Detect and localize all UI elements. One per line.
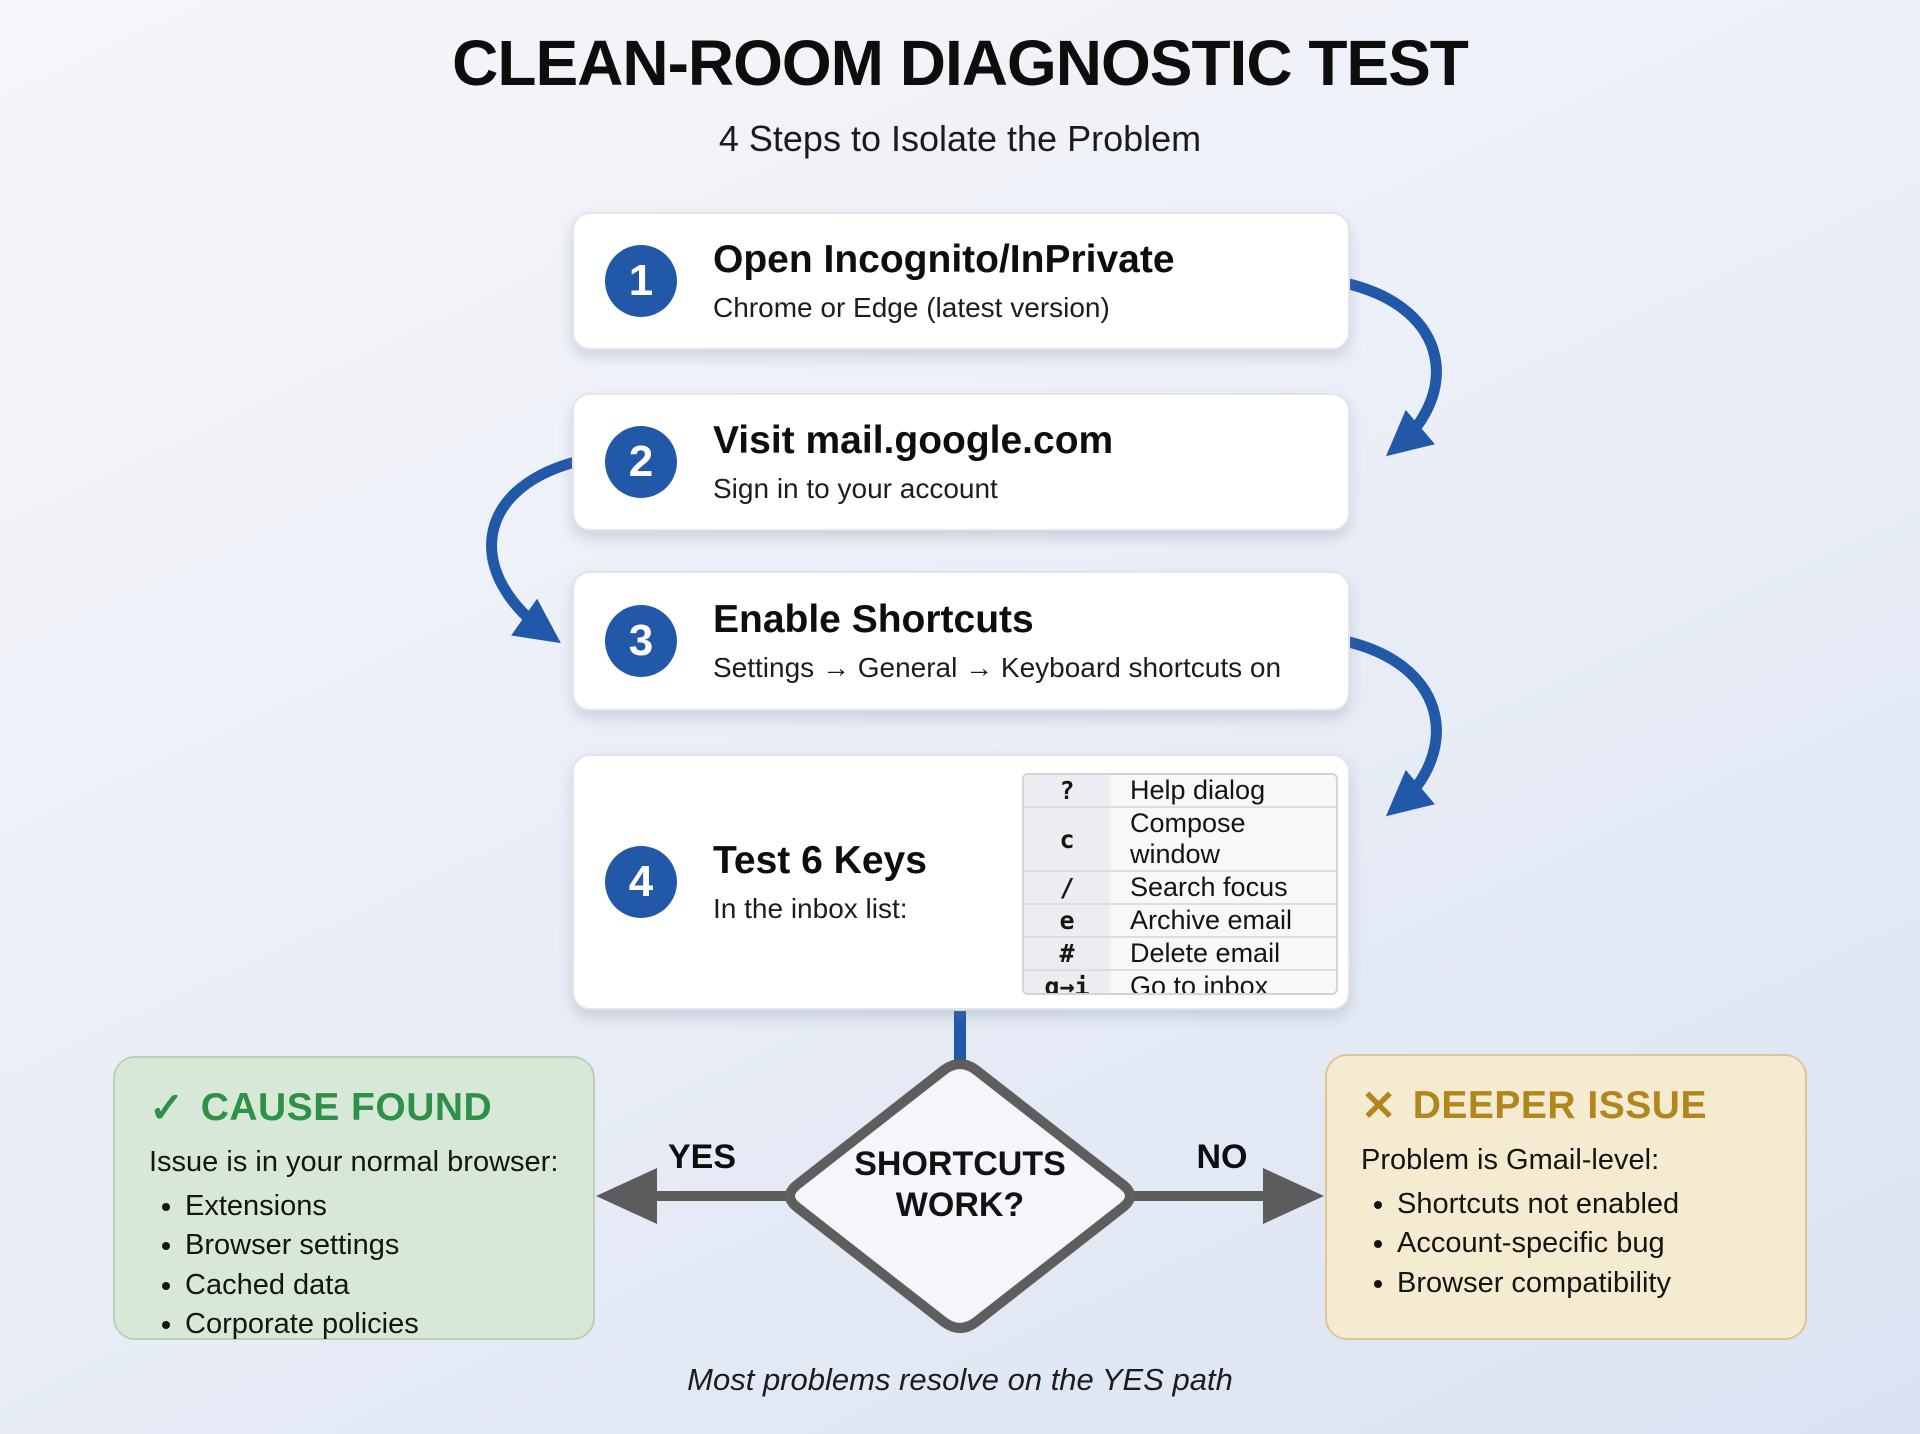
table-row: e Archive email bbox=[1024, 903, 1336, 936]
yes-arrowhead-icon bbox=[596, 1168, 657, 1224]
decision-label-line2: WORK? bbox=[895, 1186, 1025, 1225]
step-title: Open Incognito/InPrivate bbox=[713, 237, 1175, 281]
checkmark-icon: ✓ bbox=[149, 1084, 185, 1131]
outcome-heading: ✕ DEEPER ISSUE bbox=[1361, 1084, 1771, 1128]
table-row: / Search focus bbox=[1024, 870, 1336, 903]
shortcut-action: Archive email bbox=[1130, 905, 1293, 935]
outcome-box-deeper-issue: ✕ DEEPER ISSUE Problem is Gmail-level: S… bbox=[1325, 1054, 1807, 1340]
table-row: g→i Go to inbox bbox=[1024, 969, 1336, 995]
step-number-badge: 3 bbox=[605, 605, 677, 677]
step-text: Test 6 Keys In the inbox list: bbox=[713, 839, 927, 925]
footnote: Most problems resolve on the YES path bbox=[687, 1362, 1233, 1397]
shortcut-action: Go to inbox bbox=[1130, 971, 1269, 995]
step-title: Visit mail.google.com bbox=[713, 418, 1114, 462]
arrow-step3-to-step4-icon bbox=[1343, 636, 1442, 817]
step-box-3: 3 Enable Shortcuts Settings → General → … bbox=[572, 571, 1350, 711]
yes-branch-label: YES bbox=[667, 1138, 737, 1176]
outcome-box-cause-found: ✓ CAUSE FOUND Issue is in your normal br… bbox=[113, 1056, 595, 1340]
step-title: Enable Shortcuts bbox=[713, 597, 1034, 641]
shortcut-key: / bbox=[1024, 872, 1112, 903]
arrow-step2-to-step3-icon bbox=[486, 456, 581, 644]
step-box-1: 1 Open Incognito/InPrivate Chrome or Edg… bbox=[572, 212, 1350, 350]
list-item: Browser compatibility bbox=[1397, 1266, 1771, 1301]
list-item: Extensions bbox=[185, 1189, 559, 1224]
shortcut-key: e bbox=[1024, 905, 1112, 936]
decision-diamond bbox=[785, 1059, 1135, 1333]
decision-label-line1: SHORTCUTS bbox=[854, 1145, 1066, 1183]
step-number-badge: 1 bbox=[605, 245, 677, 317]
cross-icon: ✕ bbox=[1361, 1082, 1397, 1129]
step-number-badge: 4 bbox=[605, 846, 677, 918]
shortcut-action: Delete email bbox=[1130, 938, 1281, 968]
no-branch-label: NO bbox=[1196, 1138, 1248, 1176]
step-text: Open Incognito/InPrivate Chrome or Edge … bbox=[713, 238, 1175, 324]
outcome-heading-text: CAUSE FOUND bbox=[200, 1086, 493, 1129]
step-box-2: 2 Visit mail.google.com Sign in to your … bbox=[572, 393, 1350, 531]
table-row: # Delete email bbox=[1024, 936, 1336, 969]
outcome-bullet-list: Shortcuts not enabled Account-specific b… bbox=[1375, 1187, 1771, 1301]
outcome-heading: ✓ CAUSE FOUND bbox=[149, 1086, 559, 1130]
outcome-bullet-list: Extensions Browser settings Cached data … bbox=[163, 1189, 559, 1343]
list-item: Account-specific bug bbox=[1397, 1226, 1771, 1261]
step-title: Test 6 Keys bbox=[713, 838, 927, 882]
outcome-intro: Issue is in your normal browser: bbox=[149, 1146, 559, 1178]
step-subtitle: Chrome or Edge (latest version) bbox=[713, 291, 1110, 323]
step-box-4: 4 Test 6 Keys In the inbox list: ? Help … bbox=[572, 754, 1350, 1010]
shortcut-action: Compose window bbox=[1130, 808, 1246, 869]
outcome-heading-text: DEEPER ISSUE bbox=[1412, 1084, 1707, 1127]
shortcut-key: ? bbox=[1024, 775, 1112, 806]
shortcut-key: c bbox=[1024, 808, 1112, 870]
step-text: Visit mail.google.com Sign in to your ac… bbox=[713, 419, 1113, 505]
table-row: c Compose window bbox=[1024, 806, 1336, 870]
arrow-step1-to-step2-icon bbox=[1343, 278, 1442, 457]
page-title: CLEAN-ROOM DIAGNOSTIC TEST bbox=[452, 27, 1469, 99]
list-item: Browser settings bbox=[185, 1228, 559, 1263]
shortcut-key: g→i bbox=[1024, 971, 1112, 993]
table-row: ? Help dialog bbox=[1024, 775, 1336, 806]
step-subtitle: Settings → General → Keyboard shortcuts … bbox=[713, 651, 1282, 683]
decision-label: SHORTCUTS WORK? bbox=[810, 1144, 1110, 1227]
shortcut-key-table: ? Help dialog c Compose window / Search … bbox=[1022, 773, 1338, 995]
outcome-intro: Problem is Gmail-level: bbox=[1361, 1144, 1660, 1176]
step-subtitle: In the inbox list: bbox=[713, 892, 908, 924]
page-subtitle: 4 Steps to Isolate the Problem bbox=[718, 118, 1202, 159]
list-item: Shortcuts not enabled bbox=[1397, 1187, 1771, 1222]
list-item: Corporate policies bbox=[185, 1307, 559, 1342]
no-arrowhead-icon bbox=[1263, 1168, 1324, 1224]
step-subtitle: Sign in to your account bbox=[713, 472, 998, 504]
step-text: Enable Shortcuts Settings → General → Ke… bbox=[713, 598, 1281, 684]
step-number-badge: 2 bbox=[605, 426, 677, 498]
shortcut-key: # bbox=[1024, 938, 1112, 969]
list-item: Cached data bbox=[185, 1268, 559, 1303]
shortcut-action: Search focus bbox=[1130, 872, 1288, 902]
shortcut-action: Help dialog bbox=[1130, 775, 1266, 805]
